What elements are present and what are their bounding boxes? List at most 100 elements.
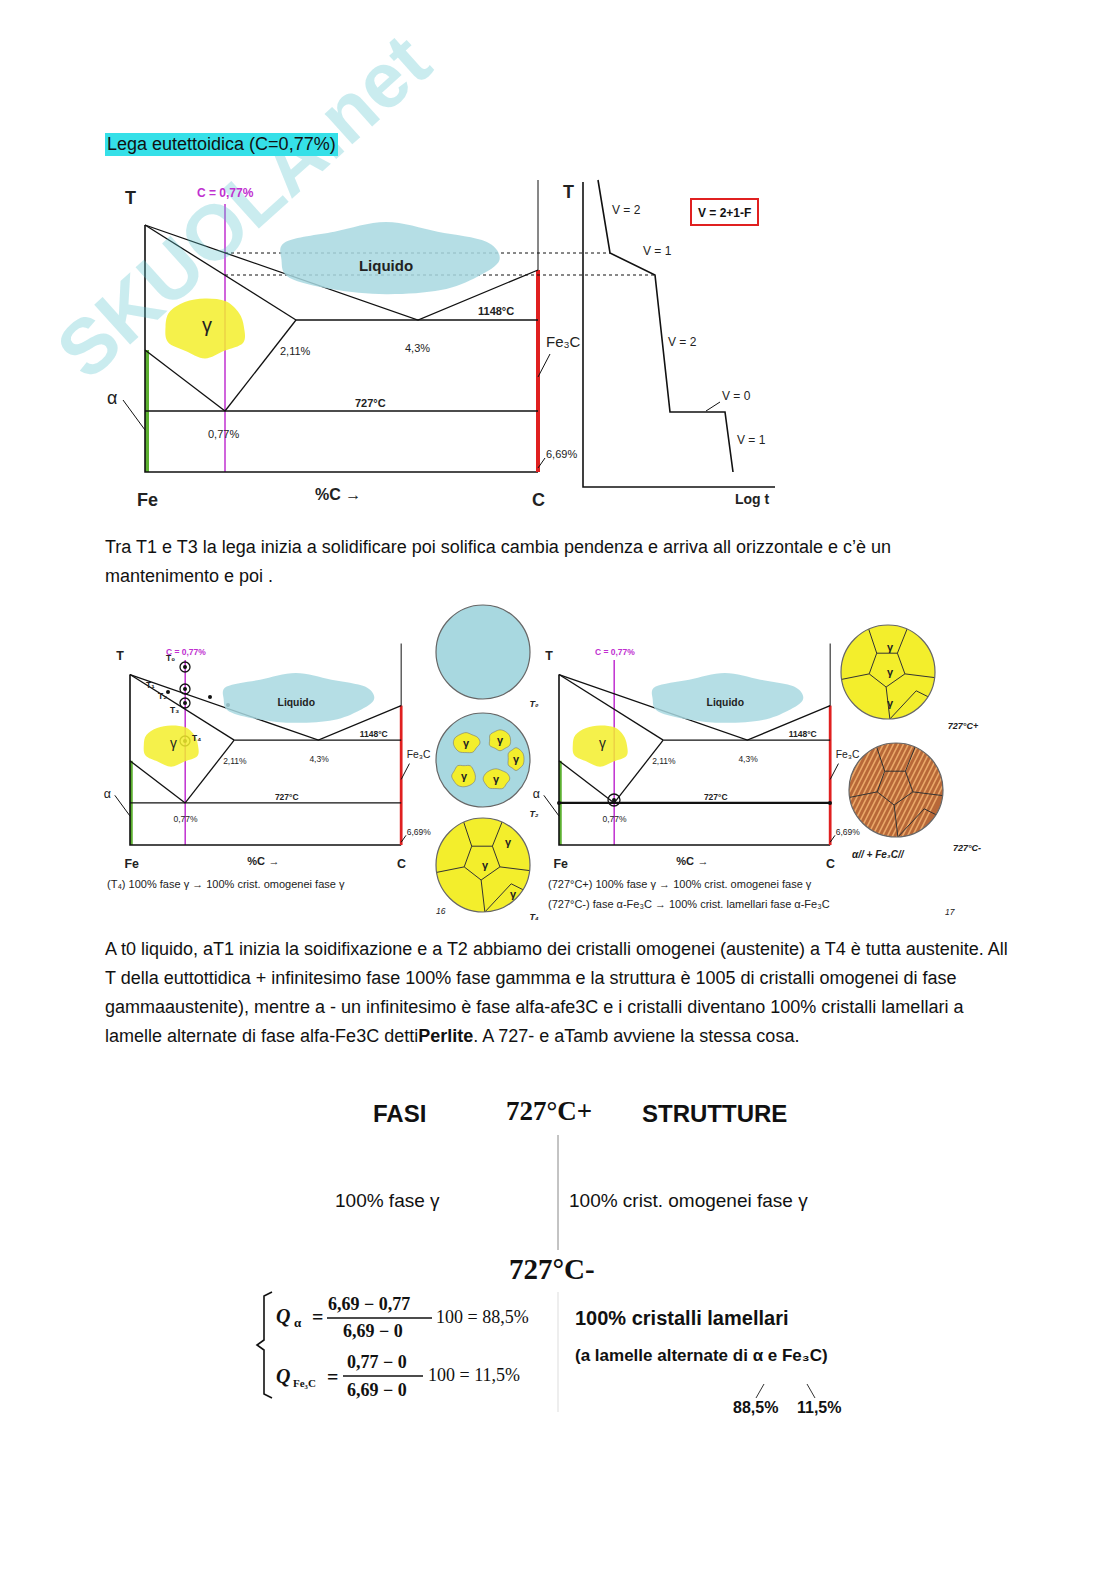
- label: Fe: [124, 857, 138, 871]
- label: T: [116, 649, 124, 663]
- label: Fe₃C: [407, 749, 431, 761]
- blob: [223, 673, 374, 723]
- label: 1148°C: [789, 730, 817, 740]
- label: C = 0,77%: [595, 648, 635, 658]
- label: 0,77 − 0: [347, 1352, 407, 1373]
- line: [830, 644, 831, 845]
- label: Q: [276, 1365, 290, 1388]
- line: [145, 410, 538, 411]
- phase-region: Liquido: [642, 673, 808, 725]
- label: 6,69 − 0: [343, 1321, 403, 1342]
- blob: [573, 725, 628, 766]
- paragraph-text: . A 727- e aTamb avviene la stessa cosa.: [473, 1026, 799, 1046]
- phase-name: γ: [887, 641, 893, 653]
- line: [829, 706, 832, 845]
- label: T₂: [158, 692, 167, 702]
- phase-name: γ: [505, 836, 511, 848]
- line: [257, 1292, 272, 1398]
- label: 727°C-: [509, 1253, 595, 1286]
- point: [557, 801, 561, 805]
- phase-name: Liquido: [278, 697, 315, 708]
- phase-region: Liquido: [213, 673, 379, 725]
- label: (727°C-) fase α-Fe₃C → 100% crist. lamel…: [548, 898, 830, 911]
- label: 2,11%: [652, 757, 675, 767]
- label: 0,77%: [173, 815, 197, 825]
- label: T₀: [166, 654, 175, 664]
- phase-region: γ: [569, 723, 631, 767]
- phase-region: Liquido: [266, 222, 506, 298]
- label: 16: [436, 907, 445, 917]
- label: 100% cristalli lamellari: [575, 1307, 788, 1330]
- phase-name: γ: [461, 770, 467, 782]
- label: 6,69 − 0: [347, 1380, 407, 1401]
- label: T₁: [146, 681, 155, 691]
- formula-box: V = 2+1-F: [690, 198, 759, 226]
- phase-region: γ: [160, 295, 250, 359]
- label: T₃: [170, 706, 179, 716]
- blob: [280, 222, 500, 294]
- line: [130, 761, 185, 803]
- label: 2,11%: [280, 345, 310, 358]
- line: [538, 180, 539, 472]
- shape: [849, 743, 1013, 861]
- line: [558, 1292, 559, 1412]
- point-ring: [608, 794, 620, 806]
- label: C = 0,77%: [197, 187, 253, 201]
- line: [583, 182, 775, 487]
- shape: [436, 818, 560, 932]
- circle: [436, 713, 530, 807]
- label: 727°C: [704, 793, 728, 803]
- label: %C →: [247, 855, 279, 868]
- label: =: [312, 1306, 323, 1329]
- blob: [652, 673, 803, 723]
- label: T: [125, 188, 136, 209]
- phase-diagram: [544, 644, 839, 845]
- line: [538, 354, 550, 377]
- line: [536, 270, 540, 472]
- label: 11,5%: [797, 1399, 841, 1417]
- label: (T₄) 100% fase γ → 100% crist. omogenei …: [107, 878, 344, 891]
- line: [327, 1317, 432, 1318]
- label: 100% crist. omogenei fase γ: [569, 1190, 808, 1212]
- blob: [165, 298, 245, 358]
- label: V = 2: [668, 336, 696, 350]
- line: [559, 802, 830, 804]
- shape: [436, 605, 560, 719]
- label: %C →: [676, 855, 708, 868]
- formula-text: V = 2+1-F: [698, 206, 751, 220]
- line: [706, 402, 720, 411]
- label: Q: [276, 1305, 290, 1328]
- label: 727°C: [275, 793, 299, 803]
- point-ring: [180, 662, 190, 672]
- label: α// + Fe₃C//: [852, 849, 904, 861]
- label: 6,69%: [407, 828, 431, 838]
- circle: [841, 625, 935, 719]
- label: C: [532, 490, 545, 511]
- phase-name: γ: [513, 753, 519, 765]
- line: [756, 1384, 764, 1398]
- point: [828, 801, 832, 805]
- label: 88,5%: [733, 1399, 778, 1417]
- label: STRUTTURE: [642, 1100, 787, 1128]
- phase-name: γ: [497, 734, 503, 746]
- point: [612, 798, 616, 802]
- label: Fe₃C: [293, 1377, 316, 1390]
- line: [663, 739, 830, 740]
- paragraph: A t0 liquido, aT1 inizia la soidifixazio…: [105, 935, 1010, 1051]
- phase-name: γ: [510, 888, 516, 900]
- point: [183, 665, 187, 669]
- label: %C →: [315, 486, 361, 504]
- point: [183, 701, 187, 705]
- label: 0,77%: [602, 815, 626, 825]
- phase-name: γ: [170, 736, 177, 751]
- label: Fe₃C: [546, 333, 580, 350]
- term: Perlite: [418, 1026, 473, 1046]
- phase-region: γ: [140, 723, 202, 767]
- stage-label: T₄: [529, 913, 538, 923]
- circle: [436, 818, 530, 912]
- label: 100 = 88,5%: [436, 1307, 529, 1328]
- micrograph-circle: γγγγγT₂: [436, 713, 560, 827]
- label: 0,77%: [208, 428, 239, 441]
- label: 4,3%: [309, 755, 328, 765]
- label: α: [107, 388, 117, 409]
